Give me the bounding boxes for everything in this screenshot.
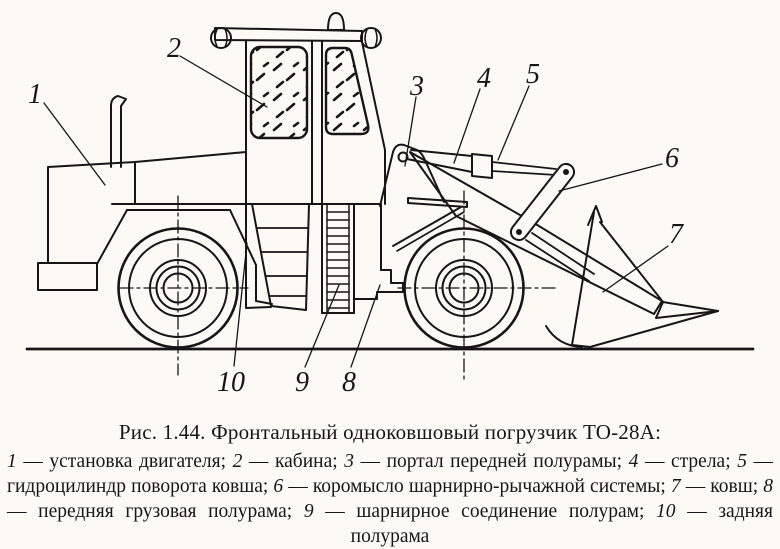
steps-ladder bbox=[251, 203, 310, 311]
legend-num-6: 6 bbox=[273, 476, 284, 497]
legend-label-6: — коромысло шарнирно-рычажной системы; bbox=[283, 476, 671, 497]
rocker-link bbox=[509, 163, 576, 241]
cab bbox=[210, 12, 386, 205]
leader-lines bbox=[43, 55, 669, 368]
callout-8: 8 bbox=[342, 367, 356, 398]
legend-label-5: — гидроцилиндр поворота ковша; bbox=[7, 451, 773, 497]
legend-label-2: — кабина; bbox=[242, 451, 345, 472]
loader-technical-drawing: 1 2 3 4 5 6 7 8 9 10 bbox=[25, 12, 755, 398]
legend-label-3: — портал передней полурамы; bbox=[353, 451, 629, 472]
cab-side-window bbox=[249, 45, 309, 140]
callout-6: 6 bbox=[665, 143, 679, 174]
caption-legend: 1 — установка двигателя; 2 — кабина; 3 —… bbox=[0, 449, 780, 549]
legend-num-3: 3 bbox=[344, 451, 354, 472]
legend-num-9: 9 bbox=[303, 501, 314, 522]
legend-num-7: 7 bbox=[670, 476, 681, 497]
legend-label-4: — стрела; bbox=[638, 451, 738, 472]
boom-arm bbox=[409, 151, 663, 315]
legend-num-2: 2 bbox=[232, 451, 243, 472]
wheel-centerlines bbox=[119, 190, 557, 380]
bucket-link bbox=[525, 232, 595, 282]
callout-5: 5 bbox=[526, 59, 540, 90]
legend-num-1: 1 bbox=[7, 451, 17, 472]
legend-label-1: — установка двигателя; bbox=[16, 451, 233, 472]
legend-num-5: 5 bbox=[737, 451, 747, 472]
callout-7: 7 bbox=[669, 219, 684, 250]
mirror-right-icon bbox=[360, 27, 382, 49]
caption-title: Рис. 1.44. Фронтальный одноковшовый погр… bbox=[118, 420, 662, 444]
figure-caption: Рис. 1.44. Фронтальный одноковшовый погр… bbox=[0, 414, 780, 549]
callout-3: 3 bbox=[409, 71, 424, 102]
counterweight bbox=[37, 262, 98, 291]
legend-label-9: — шарнирное соединение полурам; bbox=[313, 501, 657, 522]
legend-num-4: 4 bbox=[628, 451, 639, 472]
legend-num-10: 10 bbox=[656, 501, 676, 522]
bucket bbox=[545, 205, 719, 348]
front-half-frame bbox=[353, 197, 468, 300]
callout-1: 1 bbox=[28, 79, 42, 110]
callout-4: 4 bbox=[477, 63, 491, 94]
beacon-icon bbox=[326, 12, 346, 31]
legend-label-7: — ковш; bbox=[680, 476, 764, 497]
callout-9: 9 bbox=[295, 367, 309, 398]
articulation-joint bbox=[321, 203, 355, 314]
cab-windshield bbox=[324, 46, 370, 136]
legend-label-8: — передняя грузовая полурама; bbox=[7, 501, 304, 522]
portal bbox=[379, 143, 445, 207]
engine-hood bbox=[47, 151, 247, 264]
hydraulic-cylinder bbox=[406, 149, 557, 179]
rear-half-frame bbox=[96, 203, 382, 309]
callout-10: 10 bbox=[217, 367, 245, 398]
callout-2: 2 bbox=[167, 33, 181, 64]
legend-num-8: 8 bbox=[763, 476, 774, 497]
mirror-left-icon bbox=[210, 27, 232, 49]
exhaust-pipe bbox=[110, 95, 127, 168]
